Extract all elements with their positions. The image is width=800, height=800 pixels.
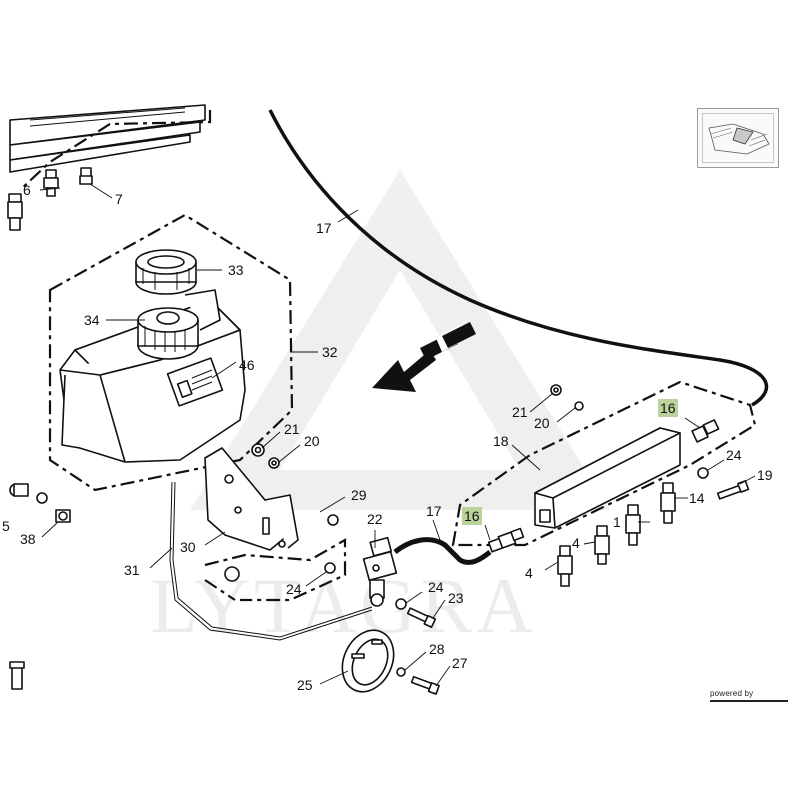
label-17-long[interactable]: 17 — [316, 220, 332, 236]
direction-arrow — [372, 322, 476, 392]
hose-17-long — [268, 109, 769, 407]
overview-thumbnail-frame — [702, 113, 774, 163]
washer-20-top — [268, 457, 280, 469]
nozzle-4-b — [594, 525, 610, 565]
filter-strainer-34 — [137, 307, 199, 360]
watermark-text: LYTAGRA — [150, 562, 537, 649]
highlight-16-right — [658, 399, 678, 417]
label-28[interactable]: 28 — [429, 641, 445, 657]
label-29[interactable]: 29 — [351, 487, 367, 503]
label-21-right[interactable]: 21 — [512, 404, 528, 420]
label-14[interactable]: 14 — [689, 490, 705, 506]
label-27[interactable]: 27 — [452, 655, 468, 671]
nut-21-top — [251, 443, 265, 457]
label-30[interactable]: 30 — [180, 539, 196, 555]
pipe-31 — [169, 481, 373, 641]
overview-thumbnail-image — [708, 123, 770, 155]
label-16-right[interactable]: 16 — [660, 400, 676, 416]
label-7[interactable]: 7 — [115, 191, 123, 207]
fitting-16-right — [691, 419, 720, 443]
frame-fragment — [9, 104, 206, 173]
powered-by-text: powered by — [710, 689, 754, 698]
flange-25 — [341, 629, 395, 693]
label-33[interactable]: 33 — [228, 262, 244, 278]
label-19[interactable]: 19 — [757, 467, 773, 483]
label-4-b[interactable]: 4 — [572, 535, 580, 551]
highlight-16-left — [462, 507, 482, 525]
label-16-left[interactable]: 16 — [464, 508, 480, 524]
washer-24-mid — [395, 598, 407, 610]
nozzle-1 — [625, 504, 641, 546]
solenoid-valve-22 — [362, 536, 398, 607]
washer-28 — [396, 667, 406, 677]
hose-17-short — [393, 537, 492, 565]
label-17-short[interactable]: 17 — [426, 503, 442, 519]
label-25[interactable]: 25 — [297, 677, 313, 693]
fitting-left-edge — [7, 193, 23, 231]
washer-24-lower — [324, 562, 336, 574]
watermark-logo — [190, 170, 610, 510]
nut-7 — [79, 167, 93, 185]
label-5[interactable]: 5 — [2, 518, 10, 534]
label-21-left[interactable]: 21 — [284, 421, 300, 437]
label-1[interactable]: 1 — [613, 514, 621, 530]
group-bracket-boundary-b — [204, 579, 236, 601]
nut-21-right — [550, 384, 562, 396]
nozzle-14 — [660, 482, 676, 524]
nozzle-4-a — [557, 545, 573, 587]
group-bracket-boundary — [204, 538, 347, 602]
pipe-31-inner — [172, 481, 373, 638]
tank-cap-33 — [135, 249, 197, 295]
label-38[interactable]: 38 — [20, 531, 36, 547]
label-23[interactable]: 23 — [448, 590, 464, 606]
label-31[interactable]: 31 — [124, 562, 140, 578]
label-24-lower[interactable]: 24 — [286, 581, 302, 597]
bolt-19 — [716, 480, 750, 500]
group-manifold-boundary — [451, 380, 757, 547]
left-small-parts — [9, 483, 71, 690]
fitting-6 — [43, 169, 59, 197]
manifold-block-18 — [534, 427, 681, 529]
label-34[interactable]: 34 — [84, 312, 100, 328]
label-22[interactable]: 22 — [367, 511, 383, 527]
washer-20-right — [574, 401, 584, 411]
bracket-30 — [204, 447, 339, 582]
part-labels: 6 7 17 33 34 32 46 21 20 29 22 17 16 31 … — [2, 182, 773, 693]
label-20-right[interactable]: 20 — [534, 415, 550, 431]
label-4-a[interactable]: 4 — [525, 565, 533, 581]
screw-23 — [406, 607, 437, 629]
label-32[interactable]: 32 — [322, 344, 338, 360]
label-46[interactable]: 46 — [239, 357, 255, 373]
label-24-right[interactable]: 24 — [726, 447, 742, 463]
powered-by-logo-bar — [710, 700, 788, 702]
washer-24-right — [697, 467, 709, 479]
label-24-mid[interactable]: 24 — [428, 579, 444, 595]
label-6[interactable]: 6 — [23, 182, 31, 198]
label-20-left[interactable]: 20 — [304, 433, 320, 449]
group-frame-boundary — [19, 110, 212, 191]
label-18[interactable]: 18 — [493, 433, 509, 449]
bolt-27 — [410, 675, 440, 695]
fitting-16-left — [487, 527, 525, 553]
group-tank-boundary — [48, 213, 294, 492]
leader-lines — [39, 183, 756, 687]
overview-thumbnail[interactable] — [697, 108, 779, 168]
